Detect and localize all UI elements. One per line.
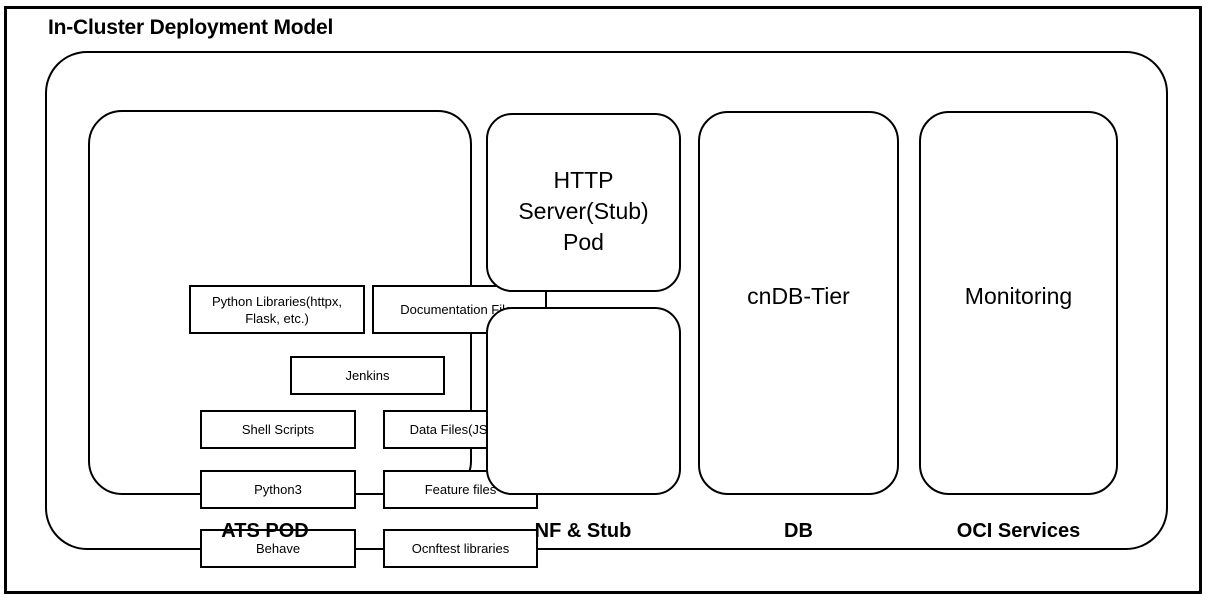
http-server-stub-pod: HTTP Server(Stub) Pod (486, 113, 681, 292)
oci-monitoring-container: Monitoring (919, 111, 1118, 495)
ats-item-shell-scripts: Shell Scripts (200, 410, 356, 449)
monitoring-label: Monitoring (964, 283, 1073, 309)
zone-label-nf-stub: NF & Stub (534, 520, 632, 542)
http-server-stub-pod-label: HTTP Server(Stub) Pod (518, 167, 649, 255)
ats-item-python-libraries: Python Libraries(httpx, Flask, etc.) (189, 285, 365, 334)
nf-pod-container: API GW NF specific microservices (486, 307, 681, 495)
ats-item-python3: Python3 (200, 470, 356, 509)
ats-item-behave: Behave (200, 529, 356, 568)
ats-item-ocnftest-libraries: Ocnftest libraries (383, 529, 538, 568)
zone-label-db: DB (784, 520, 813, 542)
ats-item-jenkins: Jenkins (290, 356, 445, 395)
cndb-tier-label: cnDB-Tier (747, 283, 850, 309)
ats-pod-container: Python Libraries(httpx, Flask, etc.) Doc… (88, 110, 547, 568)
zone-label-oci-services: OCI Services (956, 520, 1081, 542)
page-title: In-Cluster Deployment Model (48, 16, 334, 39)
db-tier-container: cnDB-Tier (698, 111, 899, 495)
zone-label-ats-pod: ATS POD (221, 520, 309, 542)
